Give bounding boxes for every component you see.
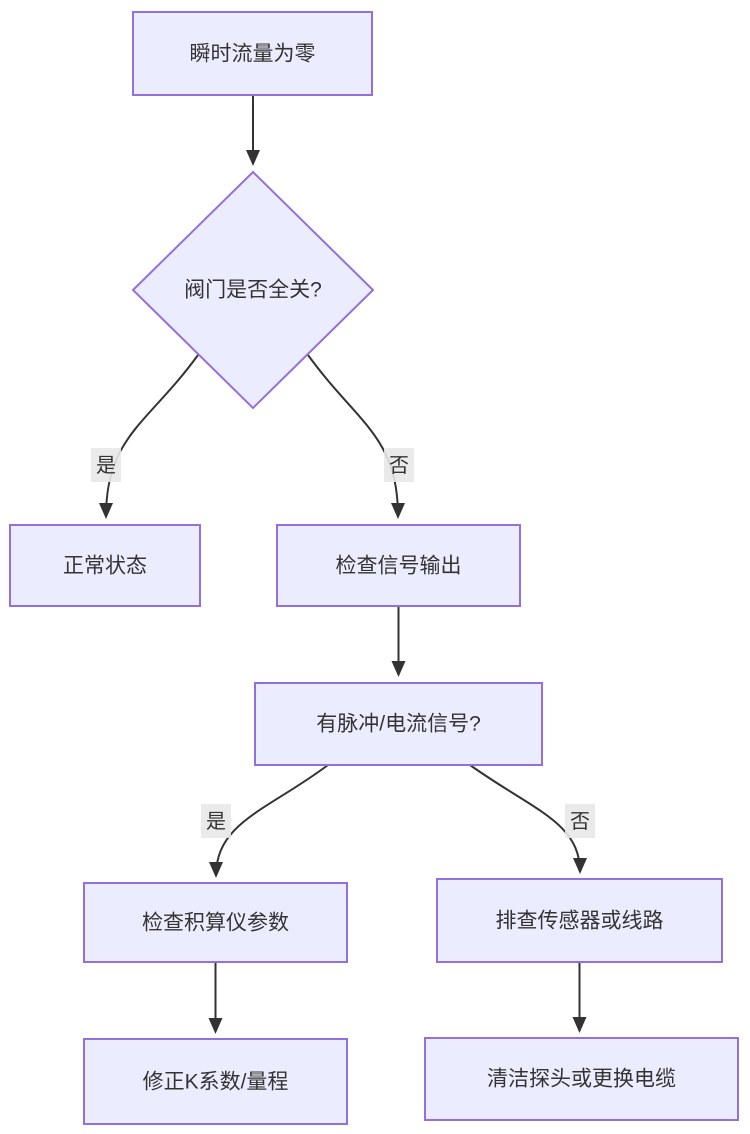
- node-fix-k-label: 修正K系数/量程: [143, 1071, 289, 1094]
- node-fix-k-box: [83, 1038, 348, 1125]
- node-normal: 正常状态: [9, 524, 201, 607]
- node-normal-box: [9, 524, 201, 607]
- node-check-sensor-box: [436, 878, 723, 963]
- node-check-signal-box: [276, 524, 521, 607]
- edges-layer: [99, 95, 587, 1034]
- edge-label-text: 否: [389, 455, 409, 477]
- node-start: 瞬时流量为零: [132, 11, 373, 96]
- edge-label-signal-yes: 是: [201, 804, 231, 838]
- node-start-label: 瞬时流量为零: [190, 43, 316, 66]
- decision-valve: 阀门是否全关?: [131, 170, 375, 410]
- nodes-layer: 瞬时流量为零 阀门是否全关? 正常状态 检查信号输出 有脉冲/电流信号? 检查积: [9, 11, 739, 1125]
- edge-labels-layer: 是 否 是 否: [91, 448, 595, 838]
- node-check-totalizer-label: 检查积算仪参数: [142, 912, 289, 935]
- edge-label-valve-no: 否: [384, 448, 414, 482]
- edge-valve-yes-to-normal: [99, 354, 199, 519]
- node-fix-k: 修正K系数/量程: [83, 1038, 348, 1125]
- decision-signal-label: 有脉冲/电流信号?: [316, 713, 481, 736]
- edge-signal-yes-to-totalizer: [209, 764, 329, 878]
- node-normal-label: 正常状态: [63, 555, 147, 578]
- node-clean-probe-label: 清洁探头或更换电缆: [487, 1068, 676, 1091]
- node-check-sensor-label: 排查传感器或线路: [496, 910, 664, 933]
- decision-signal-box: [254, 682, 543, 766]
- edge-label-bg: [384, 448, 414, 482]
- edge-label-valve-yes: 是: [91, 448, 121, 482]
- edge-signal-no-to-sensor: [469, 764, 587, 874]
- node-check-sensor: 排查传感器或线路: [436, 878, 723, 963]
- edge-label-bg: [91, 448, 121, 482]
- decision-valve-label: 阀门是否全关?: [184, 279, 322, 302]
- edge-valve-no-to-check-signal: [307, 354, 405, 519]
- edge-label-text: 是: [96, 455, 116, 477]
- edge-label-bg: [201, 804, 231, 838]
- node-check-totalizer: 检查积算仪参数: [83, 882, 348, 963]
- edge-label-signal-no: 否: [565, 804, 595, 838]
- node-check-signal-label: 检查信号输出: [336, 555, 462, 578]
- node-check-totalizer-box: [83, 882, 348, 963]
- edge-label-text: 是: [206, 811, 226, 833]
- decision-valve-diamond: [131, 170, 375, 410]
- node-clean-probe-box: [424, 1037, 739, 1121]
- node-clean-probe: 清洁探头或更换电缆: [424, 1037, 739, 1121]
- decision-signal: 有脉冲/电流信号?: [254, 682, 543, 766]
- edge-label-bg: [565, 804, 595, 838]
- node-check-signal: 检查信号输出: [276, 524, 521, 607]
- edge-label-text: 否: [570, 811, 590, 833]
- node-start-box: [132, 11, 373, 96]
